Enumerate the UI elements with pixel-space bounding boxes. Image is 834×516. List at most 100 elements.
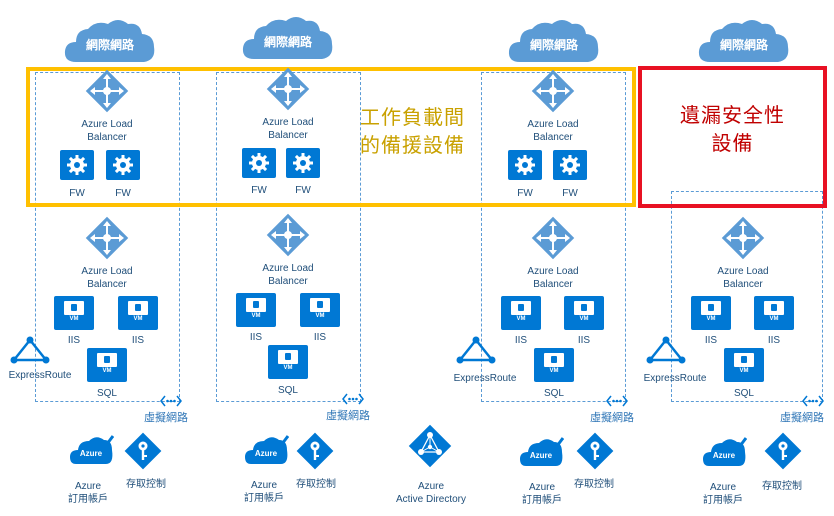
iis-label: IIS <box>313 332 327 343</box>
missing-security-highlight <box>638 66 827 208</box>
firewall-gear-icon <box>67 155 87 175</box>
workload-backup-line2: 的備援設備 <box>360 135 465 157</box>
azure-icon-text: Azure <box>79 449 103 458</box>
load-balancer-icon <box>530 68 576 114</box>
vm-iis-3b: VM <box>564 296 604 330</box>
iis-label: IIS <box>704 335 718 346</box>
azure-icon-text: Azure <box>529 451 553 460</box>
firewall-gear-icon <box>293 153 313 173</box>
iis-label: IIS <box>249 332 263 343</box>
vm-sql-3: VM <box>534 348 574 382</box>
internet-cloud-4: 網際網路 <box>696 16 792 66</box>
vm-icon <box>511 301 531 315</box>
azure-icon-text: Azure <box>254 449 278 458</box>
firewall-2b <box>286 148 320 178</box>
fw-label: FW <box>251 185 267 196</box>
missing-security-line2: 設備 <box>711 133 754 155</box>
vm-icon <box>574 301 594 315</box>
vnet-dots-icon <box>802 395 824 407</box>
firewall-3a <box>508 150 542 180</box>
firewall-gear-icon <box>113 155 133 175</box>
fw-label: FW <box>69 188 85 199</box>
internet-label: 網際網路 <box>529 38 578 52</box>
firewall-3b <box>553 150 587 180</box>
load-balancer-icon <box>265 66 311 112</box>
vm-iis-4a: VM <box>691 296 731 330</box>
fw-label: FW <box>517 188 533 199</box>
vm-icon <box>64 301 84 315</box>
iis-label: IIS <box>67 335 81 346</box>
firewall-gear-icon <box>515 155 535 175</box>
load-balancer-icon <box>84 215 130 261</box>
workload-backup-callout: 工作負載間 的備援設備 <box>360 104 480 160</box>
access-control-label: 存取控制 <box>126 479 166 490</box>
access-control-label: 存取控制 <box>574 479 614 490</box>
firewall-1a <box>60 150 94 180</box>
key-icon <box>764 432 802 470</box>
workload-backup-line1: 工作負載間 <box>360 107 465 129</box>
vm-icon <box>128 301 148 315</box>
firewall-gear-icon <box>249 153 269 173</box>
key-icon <box>576 432 614 470</box>
expressroute-label: ExpressRoute <box>643 373 707 384</box>
vnet-label: 虛擬網路 <box>780 412 824 424</box>
vm-iis-1a: VM <box>54 296 94 330</box>
vm-icon <box>246 298 266 312</box>
vm-iis-1b: VM <box>118 296 158 330</box>
fw-label: FW <box>115 188 131 199</box>
iis-label: IIS <box>514 335 528 346</box>
expressroute-label: ExpressRoute <box>8 370 72 381</box>
vm-icon <box>701 301 721 315</box>
expressroute-icon <box>10 336 50 365</box>
load-balancer-icon <box>530 215 576 261</box>
vm-icon <box>97 353 117 367</box>
workload-backup-highlight <box>26 67 636 207</box>
sql-label: SQL <box>543 388 564 399</box>
vm-iis-2b: VM <box>300 293 340 327</box>
vm-iis-3a: VM <box>501 296 541 330</box>
vnet-label: 虛擬網路 <box>326 410 370 422</box>
vm-icon <box>764 301 784 315</box>
internet-cloud-3: 網際網路 <box>506 16 602 66</box>
internet-label: 網際網路 <box>263 35 312 49</box>
vm-sql-2: VM <box>268 345 308 379</box>
iis-label: IIS <box>767 335 781 346</box>
missing-security-callout: 遺漏安全性 設備 <box>650 102 815 158</box>
internet-label: 網際網路 <box>719 38 768 52</box>
iis-label: IIS <box>577 335 591 346</box>
key-icon <box>124 432 162 470</box>
vnet-dots-icon <box>160 395 182 407</box>
active-directory-icon <box>408 424 452 468</box>
sql-label: SQL <box>96 388 117 399</box>
internet-cloud-2: 網際網路 <box>240 13 336 63</box>
sql-label: SQL <box>733 388 754 399</box>
vm-sql-4: VM <box>724 348 764 382</box>
vm-icon <box>310 298 330 312</box>
sql-label: SQL <box>277 385 298 396</box>
expressroute-icon <box>456 336 496 365</box>
firewall-gear-icon <box>560 155 580 175</box>
vm-icon <box>278 350 298 364</box>
azure-icon-text: Azure <box>712 451 736 460</box>
vm-icon <box>734 353 754 367</box>
vm-icon <box>544 353 564 367</box>
expressroute-icon <box>646 336 686 365</box>
firewall-2a <box>242 148 276 178</box>
load-balancer-icon <box>265 212 311 258</box>
vnet-label: 虛擬網路 <box>144 412 188 424</box>
firewall-1b <box>106 150 140 180</box>
vnet-box-4 <box>671 191 823 402</box>
fw-label: FW <box>562 188 578 199</box>
missing-security-line1: 遺漏安全性 <box>680 105 785 127</box>
access-control-label: 存取控制 <box>762 481 802 492</box>
key-icon <box>296 432 334 470</box>
